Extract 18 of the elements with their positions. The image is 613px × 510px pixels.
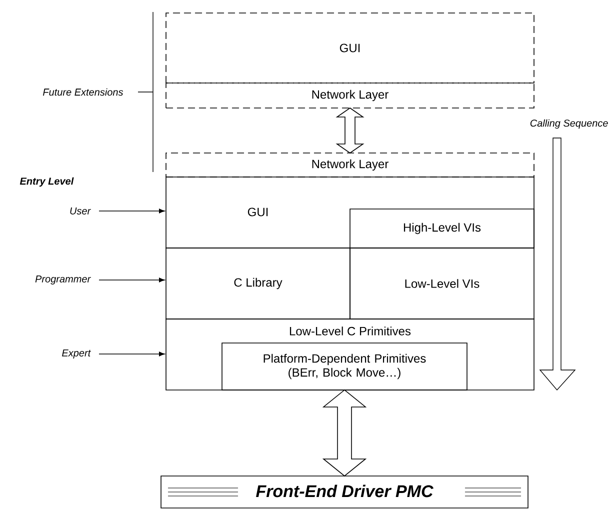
driver-box: Front-End Driver PMC <box>160 476 528 508</box>
layer-box: GUI <box>166 12 534 84</box>
role-label: User <box>70 208 91 214</box>
layer-box: Network Layer <box>166 82 534 108</box>
layer-box: C Library <box>166 248 350 320</box>
layer-box: Network Layer <box>166 152 534 178</box>
arrow <box>98 208 165 214</box>
arrow-label: Calling Sequence <box>530 119 608 129</box>
heading: Entry Level <box>20 177 74 187</box>
layer-box: Low-Level VIs <box>350 248 534 320</box>
arrow <box>98 352 165 356</box>
layer-box: Platform-Dependent Primitives (BErr, Block Move…) <box>222 342 468 390</box>
layer-box: High-Level VIs <box>350 208 534 248</box>
role-label: Expert <box>62 350 91 358</box>
bracket-label: Future Extensions <box>43 88 124 96</box>
arrow <box>98 278 165 282</box>
double-arrow <box>336 108 364 154</box>
role-label: Programmer <box>35 276 91 284</box>
